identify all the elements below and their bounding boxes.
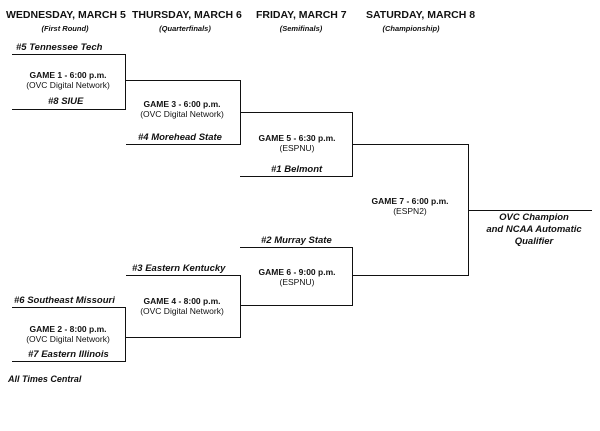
day-header-friday: FRIDAY, MARCH 7 xyxy=(256,9,347,21)
game-2-label: GAME 2 - 8:00 p.m. (OVC Digital Network) xyxy=(14,324,122,344)
bracket-line xyxy=(12,361,126,362)
bracket-line xyxy=(352,247,353,306)
game-7-network: (ESPN2) xyxy=(393,206,427,216)
champion-line-3: Qualifier xyxy=(514,236,554,247)
round-label-semifinals: (Semifinals) xyxy=(279,24,323,33)
bracket-line xyxy=(240,305,353,306)
bracket-line xyxy=(126,337,241,338)
bracket-line xyxy=(126,144,241,145)
game-2-title: GAME 2 - 8:00 p.m. xyxy=(29,324,107,334)
bracket-line xyxy=(12,54,126,55)
game-7-title: GAME 7 - 6:00 p.m. xyxy=(371,196,449,206)
game-5-network: (ESPNU) xyxy=(279,143,315,153)
game-6-title: GAME 6 - 9:00 p.m. xyxy=(258,267,336,277)
bracket-line xyxy=(353,144,469,145)
day-header-wednesday: WEDNESDAY, MARCH 5 xyxy=(6,9,126,21)
team-tennessee-tech: #5 Tennessee Tech xyxy=(16,42,103,53)
game-5-title: GAME 5 - 6:30 p.m. xyxy=(258,133,336,143)
game-1-network: (OVC Digital Network) xyxy=(26,80,110,90)
game-4-label: GAME 4 - 8:00 p.m. (OVC Digital Network) xyxy=(128,296,236,316)
game-1-label: GAME 1 - 6:00 p.m. (OVC Digital Network) xyxy=(14,70,122,90)
game-7-label: GAME 7 - 6:00 p.m. (ESPN2) xyxy=(356,196,464,216)
champion-line-2: and NCAA Automatic xyxy=(486,224,582,235)
game-6-label: GAME 6 - 9:00 p.m. (ESPNU) xyxy=(244,267,350,287)
bracket-line xyxy=(12,307,126,308)
bracket-line xyxy=(126,275,241,276)
bracket-line xyxy=(126,80,241,81)
game-5-label: GAME 5 - 6:30 p.m. (ESPNU) xyxy=(244,133,350,153)
footnote: All Times Central xyxy=(8,374,82,384)
team-southeast-missouri: #6 Southeast Missouri xyxy=(14,295,115,306)
team-morehead-state: #4 Morehead State xyxy=(138,132,222,143)
team-eastern-kentucky: #3 Eastern Kentucky xyxy=(132,263,226,274)
day-header-saturday: SATURDAY, MARCH 8 xyxy=(366,9,476,21)
bracket-line xyxy=(353,275,469,276)
game-3-title: GAME 3 - 6:00 p.m. xyxy=(143,99,221,109)
round-label-first: (First Round) xyxy=(41,24,89,33)
champion-line-1: OVC Champion xyxy=(499,212,569,223)
team-siue: #8 SIUE xyxy=(48,96,84,107)
bracket-line xyxy=(468,210,592,211)
game-2-network: (OVC Digital Network) xyxy=(26,334,110,344)
game-4-network: (OVC Digital Network) xyxy=(140,306,224,316)
game-6-network: (ESPNU) xyxy=(279,277,315,287)
bracket-line xyxy=(12,109,126,110)
bracket-line xyxy=(125,307,126,362)
game-3-label: GAME 3 - 6:00 p.m. (OVC Digital Network) xyxy=(128,99,236,119)
bracket-line xyxy=(240,247,353,248)
round-label-championship: (Championship) xyxy=(382,24,440,33)
team-murray-state: #2 Murray State xyxy=(261,235,332,246)
team-eastern-illinois: #7 Eastern Illinois xyxy=(28,349,109,360)
day-header-thursday: THURSDAY, MARCH 6 xyxy=(132,9,242,21)
round-label-quarterfinals: (Quarterfinals) xyxy=(159,24,211,33)
bracket-line xyxy=(240,112,353,113)
bracket-line xyxy=(240,176,353,177)
game-1-title: GAME 1 - 6:00 p.m. xyxy=(29,70,107,80)
game-3-network: (OVC Digital Network) xyxy=(140,109,224,119)
champion-label: OVC Champion and NCAA Automatic Qualifie… xyxy=(472,212,596,248)
bracket-line xyxy=(352,112,353,177)
bracket-line xyxy=(125,54,126,110)
team-belmont: #1 Belmont xyxy=(271,164,323,175)
bracket-line xyxy=(240,275,241,338)
game-4-title: GAME 4 - 8:00 p.m. xyxy=(143,296,221,306)
